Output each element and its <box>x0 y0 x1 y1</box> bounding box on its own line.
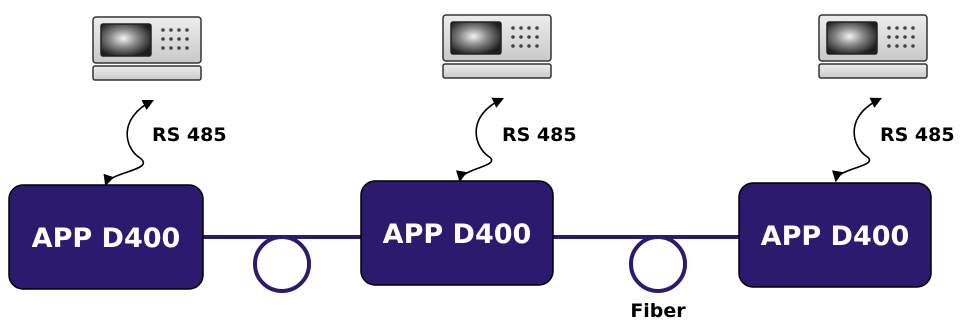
bidirectional-arrow-icon <box>831 97 883 183</box>
rs485-label: RS 485 <box>152 124 227 146</box>
bidirectional-arrow-icon <box>103 99 155 187</box>
bidirectional-arrow-icon <box>455 97 505 183</box>
rs485-label: RS 485 <box>880 124 955 146</box>
computer-terminal-icon <box>92 16 202 81</box>
fiber-coil-icon <box>253 235 311 293</box>
app-d400-box <box>360 180 554 286</box>
app-d400-box <box>738 182 932 288</box>
app-d400-label: APP D400 <box>32 223 181 254</box>
app-d400-label: APP D400 <box>383 219 532 250</box>
computer-terminal-icon <box>442 14 552 79</box>
fiber-coil-icon <box>629 235 687 293</box>
fiber-label: Fiber <box>630 300 686 322</box>
computer-terminal-icon <box>818 14 928 79</box>
app-d400-box <box>8 184 204 290</box>
rs485-label: RS 485 <box>502 124 577 146</box>
app-d400-label: APP D400 <box>761 221 910 252</box>
